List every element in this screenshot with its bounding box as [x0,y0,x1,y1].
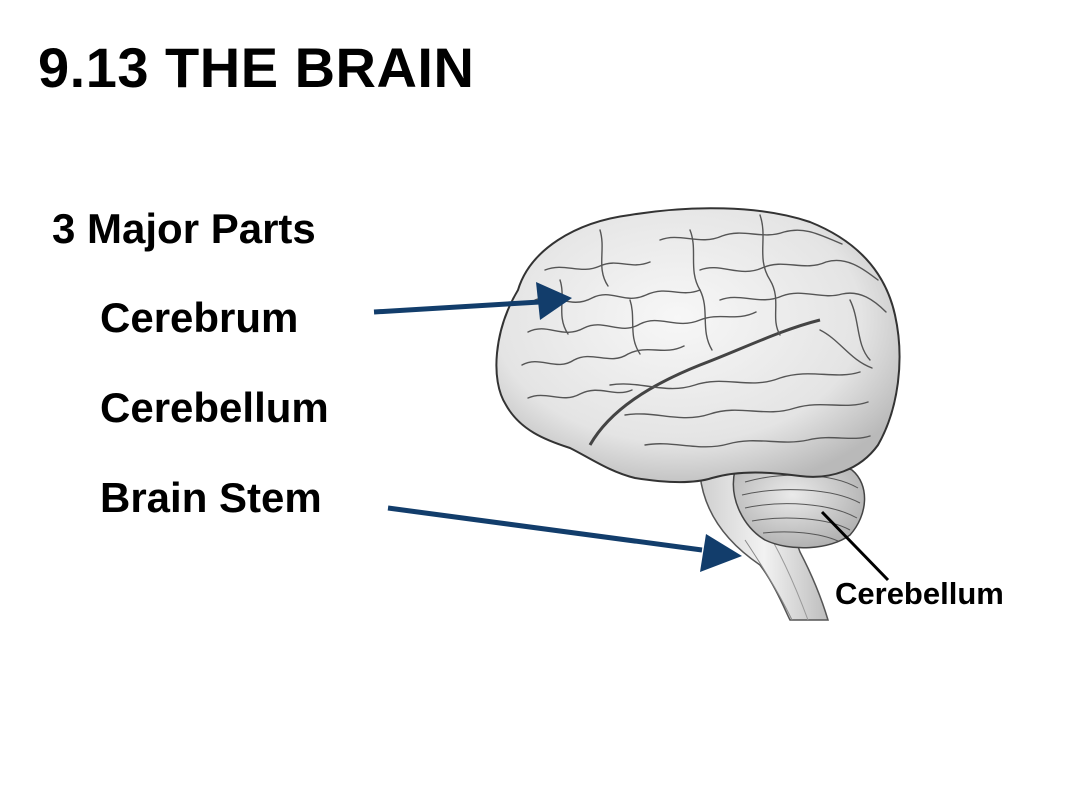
slide-title: 9.13 THE BRAIN [38,36,475,99]
brain-stem-arrow [387,505,742,572]
cerebellum-pointer-line [820,510,890,582]
cerebrum-arrow [373,282,572,320]
cerebrum-illustration [495,207,901,484]
part-brain-stem: Brain Stem [100,474,322,521]
cerebellum-diagram-label: Cerebellum [835,576,1004,611]
part-cerebellum: Cerebellum [100,384,329,431]
major-parts-heading: 3 Major Parts [52,205,316,252]
part-cerebrum: Cerebrum [100,294,299,341]
